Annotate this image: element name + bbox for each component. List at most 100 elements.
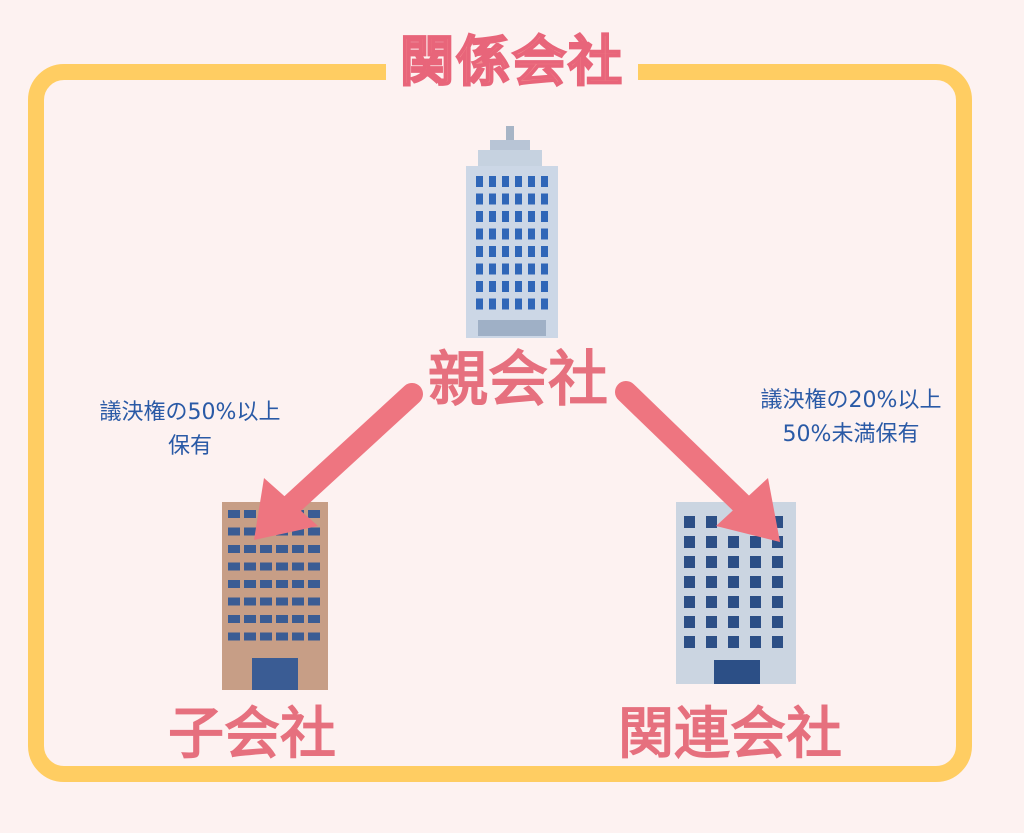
window [260,632,272,641]
window [541,246,548,257]
window [292,615,304,623]
window [541,193,548,205]
window [728,616,739,628]
window [476,281,483,292]
window [228,632,240,641]
window [276,562,288,571]
window [292,632,304,641]
subsidiary-condition-line2: 保有 [167,434,212,459]
window [308,632,320,641]
window [489,263,496,275]
window [292,545,304,553]
window [515,246,522,257]
window [489,281,496,292]
window [308,545,320,553]
window [244,580,256,588]
window [276,615,288,623]
window [244,615,256,623]
window [502,281,509,292]
window [772,596,783,608]
window [772,556,783,568]
window [308,527,320,536]
window [515,281,522,292]
window [276,632,288,641]
window [228,597,240,606]
window [528,298,535,310]
window [684,516,695,528]
window [502,211,509,222]
window [489,211,496,222]
window [728,556,739,568]
window [308,597,320,606]
window [772,636,783,648]
window [750,576,761,588]
window [750,616,761,628]
window [308,580,320,588]
associate-company-label: 関連会社 [618,702,842,767]
window [706,576,717,588]
window [684,536,695,548]
window [489,193,496,205]
window [684,636,695,648]
window [528,246,535,257]
window [502,298,509,310]
window [260,615,272,623]
window [308,562,320,571]
window [528,193,535,205]
window [260,597,272,606]
window [476,211,483,222]
window [502,193,509,205]
window [541,298,548,310]
frame-title: 関係会社 [386,26,638,98]
window [728,576,739,588]
window [260,545,272,553]
window [706,556,717,568]
window [515,298,522,310]
window [276,597,288,606]
window [502,246,509,257]
window [528,228,535,240]
associate-condition-note: 議決権の20%以上 50%未満保有 [716,384,986,452]
window [228,562,240,571]
window [292,580,304,588]
window [515,228,522,240]
window [244,527,256,536]
window [260,562,272,571]
window [476,263,483,275]
window [515,176,522,187]
window [476,298,483,310]
window [228,527,240,536]
window [476,176,483,187]
window [750,556,761,568]
window [515,211,522,222]
window [684,616,695,628]
associate-condition-line2: 50%未満保有 [782,422,920,447]
arrow-to-subsidiary [254,383,423,540]
window [728,636,739,648]
window [750,636,761,648]
parent-company-label: 親会社 [428,345,608,415]
window [292,562,304,571]
window [772,576,783,588]
window [541,263,548,275]
window [750,536,761,548]
window [244,545,256,553]
window [244,597,256,606]
window [541,176,548,187]
window [541,211,548,222]
window [684,576,695,588]
subsidiary-label: 子会社 [168,702,336,767]
window [489,246,496,257]
window [528,176,535,187]
window [772,616,783,628]
window [502,228,509,240]
window [706,596,717,608]
window [772,516,783,528]
window [260,580,272,588]
window [728,596,739,608]
window [292,527,304,536]
window [489,298,496,310]
window [228,510,240,518]
associate-condition-line1: 議決権の20%以上 [760,388,942,413]
